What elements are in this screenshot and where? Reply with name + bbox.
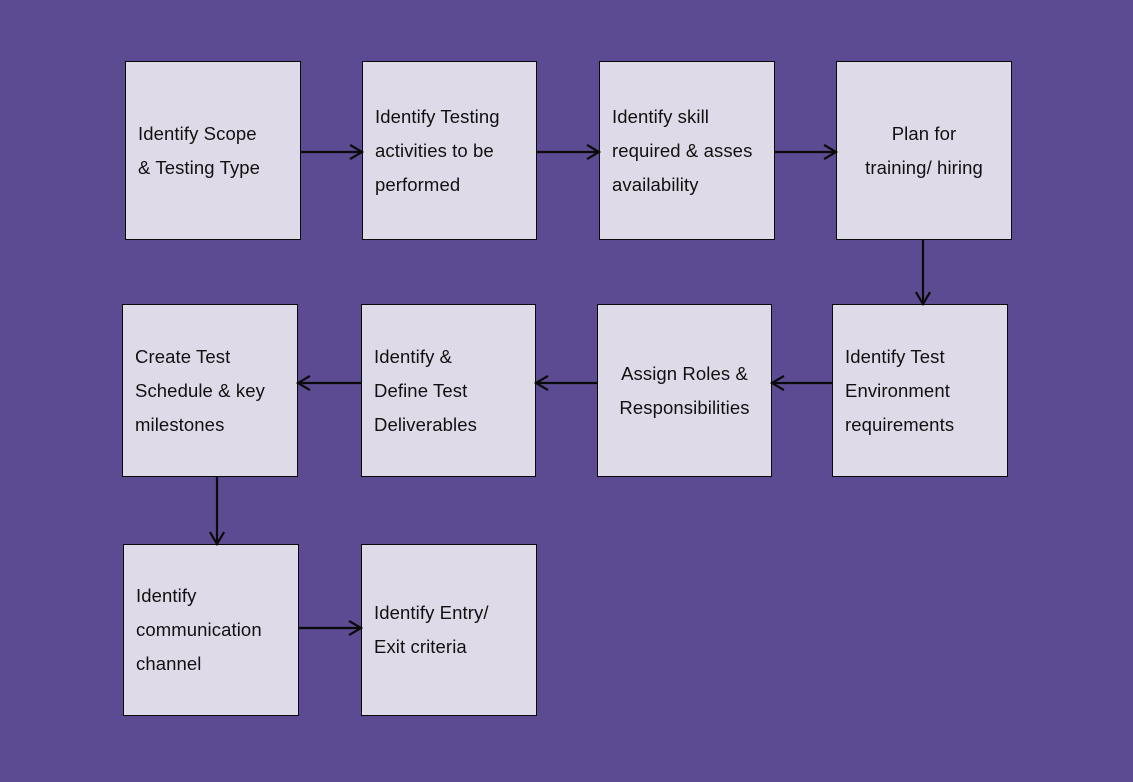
flowchart-node[interactable]: Identify Testing activities to be perfor… [362, 61, 537, 240]
flowchart-node[interactable]: Identify & Define Test Deliverables [361, 304, 536, 477]
flowchart-node[interactable]: Assign Roles & Responsibilities [597, 304, 772, 477]
flowchart-node[interactable]: Plan for training/ hiring [836, 61, 1012, 240]
flowchart-arrow [533, 369, 597, 397]
flowchart-node-label: Create Test Schedule & key milestones [135, 345, 265, 435]
flowchart-arrow [775, 138, 839, 166]
flowchart-node[interactable]: Identify Entry/ Exit criteria [361, 544, 537, 716]
flowchart-node-label: Identify skill required & asses availabi… [612, 105, 753, 195]
flowchart-arrow [295, 369, 361, 397]
flowchart-node-label: Identify Testing activities to be perfor… [375, 105, 500, 195]
flowchart-node[interactable]: Identify Scope & Testing Type [125, 61, 301, 240]
flowchart-node[interactable]: Identify Test Environment requirements [832, 304, 1008, 477]
flowchart-node-label: Identify Test Environment requirements [845, 345, 955, 435]
flowchart-node-label: Identify & Define Test Deliverables [374, 345, 477, 435]
flowchart-node-label: Assign Roles & Responsibilities [619, 362, 750, 418]
flowchart-node[interactable]: Identify skill required & asses availabi… [599, 61, 775, 240]
flowchart-arrow [537, 138, 602, 166]
flowchart-arrow [769, 369, 832, 397]
flowchart-node-label: Identify communication channel [136, 585, 262, 674]
flowchart-arrow [299, 614, 364, 642]
flowchart-node-label: Identify Entry/ Exit criteria [374, 602, 489, 657]
flowchart-arrow [301, 138, 365, 166]
flowchart-node-label: Plan for training/ hiring [865, 122, 983, 178]
flowchart-arrow [909, 240, 937, 307]
flowchart-arrow [203, 477, 231, 547]
flowchart-node-label: Identify Scope & Testing Type [138, 122, 261, 178]
flowchart-node[interactable]: Identify communication channel [123, 544, 299, 716]
flowchart-node[interactable]: Create Test Schedule & key milestones [122, 304, 298, 477]
